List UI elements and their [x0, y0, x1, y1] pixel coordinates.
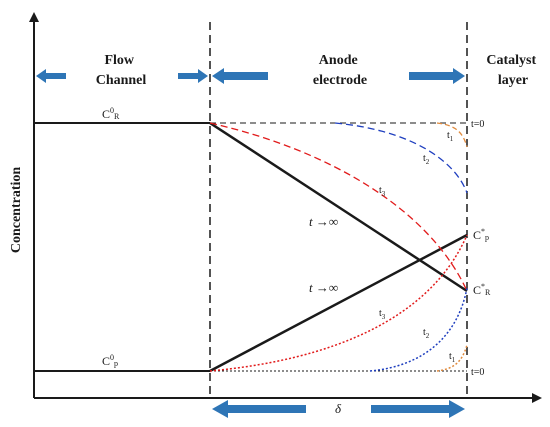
- t0-bottom-label: t=0: [471, 367, 484, 378]
- t3-bottom-label: t3: [379, 308, 386, 321]
- catalyst-layer-label: Catalyst layer: [486, 53, 539, 88]
- cp0-label: C0p: [102, 353, 118, 368]
- product-steady-line: [209, 233, 468, 373]
- t2-top-label: t2: [423, 153, 430, 166]
- product-curve-t3: [209, 234, 468, 372]
- cr0-label: C0R: [102, 106, 120, 121]
- cp-star-label: C*p: [473, 227, 489, 242]
- t2-bottom-label: t2: [423, 327, 430, 340]
- reactant-steady-line: [209, 121, 468, 293]
- product-curve-t1: [436, 344, 468, 372]
- delta-arrow-right-icon: [371, 400, 465, 418]
- flow-arrow-left-icon: [36, 69, 66, 83]
- reactant-curve-t3: [209, 122, 468, 292]
- cr-star-label: C*R: [473, 282, 491, 297]
- flow-channel-label: Flow Channel: [96, 53, 147, 88]
- t-infinity-lower-label: t →∞: [309, 280, 338, 295]
- t1-top-label: t1: [447, 130, 454, 143]
- flow-arrow-right-icon: [178, 69, 208, 83]
- t3-top-label: t3: [379, 185, 386, 198]
- delta-arrow-left-icon: [212, 400, 306, 418]
- anode-electrode-label: Anode electrode: [313, 53, 367, 88]
- t-infinity-upper-label: t →∞: [309, 214, 338, 229]
- y-axis-label: Concentration: [9, 167, 24, 254]
- reactant-curve-t2: [334, 122, 468, 194]
- anode-arrow-left-icon: [212, 68, 268, 84]
- delta-label: δ: [335, 401, 342, 416]
- anode-arrow-right-icon: [409, 68, 465, 84]
- t0-top-label: t=0: [471, 119, 484, 130]
- t1-bottom-label: t1: [449, 351, 456, 364]
- reactant-curve-t1: [436, 122, 468, 148]
